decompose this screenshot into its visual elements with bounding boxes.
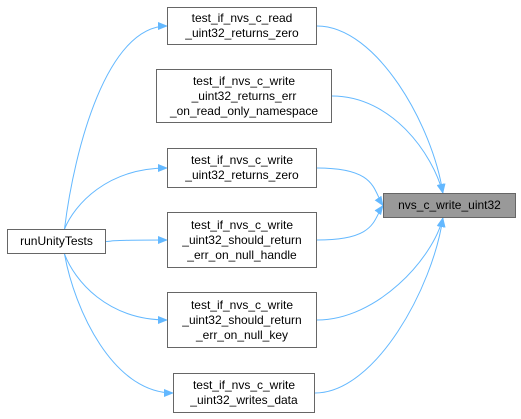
edge-c4-to-target [316,204,384,241]
node-label-line: _uint32_should_return [182,312,302,327]
edge-c5-to-target [316,217,445,321]
edge-runner-to-c1 [64,22,168,230]
node-label-line: test_if_nvs_c_write [190,297,294,312]
node-nvs-c-write-uint32: nvs_c_write_uint32 [383,193,516,218]
node-test-write-uint32-writes-data[interactable]: test_if_nvs_c_write _uint32_writes_data [173,373,315,413]
edge-c2-to-target [331,95,445,194]
edge-c6-to-target [314,217,446,394]
edge-runner-to-c3 [64,164,168,230]
node-test-read-uint32-returns-zero[interactable]: test_if_nvs_c_read _uint32_returns_zero [167,7,317,45]
node-label-line: test_if_nvs_c_write [190,153,294,167]
node-label-line: nvs_c_write_uint32 [398,198,501,212]
node-test-write-uint32-returns-err-on-read-only-namespace[interactable]: test_if_nvs_c_write _uint32_returns_err … [156,69,332,123]
node-label-line: _uint32_should_return [182,232,302,247]
edge-runner-to-c5 [64,253,168,324]
node-run-unity-tests[interactable]: runUnityTests [7,229,106,254]
node-label-line: _err_on_null_handle [187,247,297,262]
edge-runner-to-c6 [64,253,174,397]
edge-runner-to-c4 [105,236,168,245]
node-label-line: _uint32_returns_zero [185,26,299,40]
node-label-line: test_if_nvs_c_read [191,11,293,25]
node-label-line: test_if_nvs_c_write [190,217,294,232]
node-label-line: _uint32_returns_zero [185,168,299,182]
node-label-line: runUnityTests [20,234,93,248]
edge-c3-to-target [316,167,384,207]
node-label-line: _uint32_writes_data [190,393,298,407]
node-test-write-uint32-should-return-err-on-null-key[interactable]: test_if_nvs_c_write _uint32_should_retur… [167,292,317,348]
node-label-line: _on_read_only_namespace [169,103,319,118]
node-label-line: test_if_nvs_c_write [192,378,296,392]
node-test-write-uint32-returns-zero[interactable]: test_if_nvs_c_write _uint32_returns_zero [167,148,317,188]
node-label-line: test_if_nvs_c_write [192,73,296,88]
node-test-write-uint32-should-return-err-on-null-handle[interactable]: test_if_nvs_c_write _uint32_should_retur… [167,212,317,268]
edge-c1-to-target [316,25,446,194]
node-label-line: _err_on_null_key [195,327,289,342]
node-label-line: _uint32_returns_err [191,88,297,103]
